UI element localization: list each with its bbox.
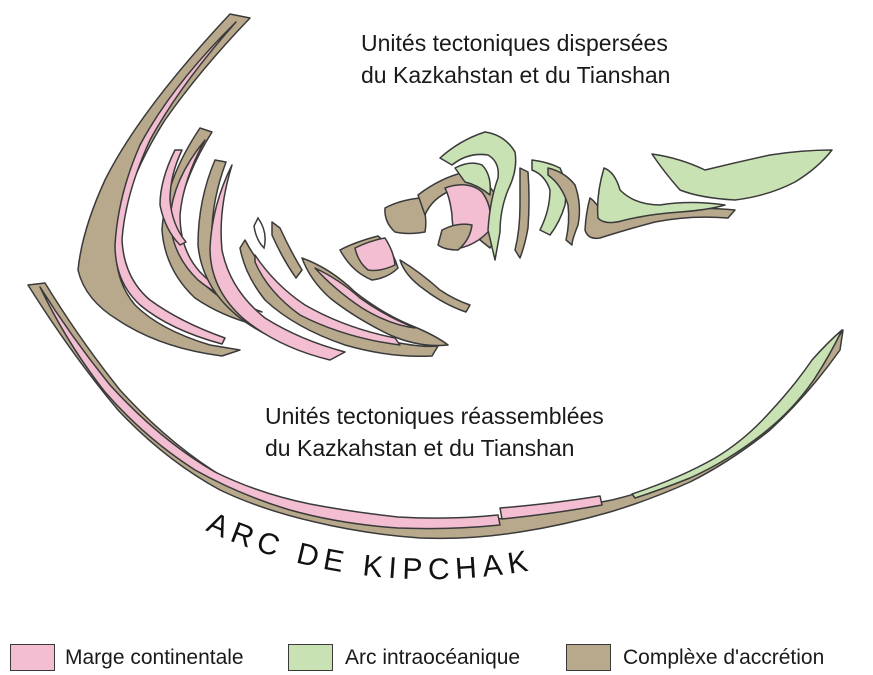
legend-swatch-continental-margin: [10, 644, 55, 671]
legend-label-continental-margin: Marge continentale: [65, 644, 244, 671]
reassembled-label-line1: Unités tectoniques réassemblées: [265, 401, 604, 432]
legend: Marge continentale Arc intraocéanique Co…: [0, 640, 873, 674]
green-arc-lower: [632, 330, 842, 498]
reassembled-label-line2: du Kazkahstan et du Tianshan: [265, 433, 574, 464]
dispersed-label-line2: du Kazkahstan et du Tianshan: [361, 60, 670, 91]
dispersed-label-line1: Unités tectoniques dispersées: [361, 28, 668, 59]
brown-sliver-7: [400, 260, 470, 312]
green-arc-east: [652, 150, 832, 200]
brown-sliver-5: [272, 222, 302, 278]
legend-label-accretion-complex: Complèxe d'accrétion: [623, 644, 824, 671]
map-drawing: A R C D E K I P C H A K: [0, 0, 873, 640]
white-lens: [254, 218, 265, 248]
brown-block-2: [385, 198, 426, 234]
legend-label-intraoceanic-arc: Arc intraocéanique: [345, 644, 520, 671]
brown-chain-1: [515, 168, 529, 258]
legend-swatch-accretion-complex: [566, 644, 611, 671]
legend-swatch-intraoceanic-arc: [288, 644, 333, 671]
